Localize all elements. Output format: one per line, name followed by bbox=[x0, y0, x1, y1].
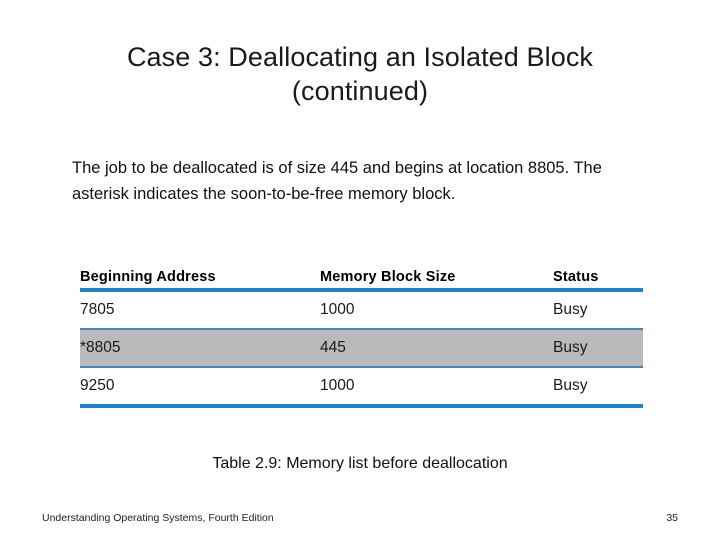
column-header-status: Status bbox=[553, 269, 599, 285]
memory-list-table: Beginning Address Memory Block Size Stat… bbox=[80, 266, 643, 408]
column-header-memory-block-size: Memory Block Size bbox=[320, 269, 456, 285]
cell-status: Busy bbox=[553, 339, 588, 356]
page-title: Case 3: Deallocating an Isolated Block (… bbox=[26, 40, 694, 108]
body-paragraph: The job to be deallocated is of size 445… bbox=[72, 159, 602, 203]
table-header-row: Beginning Address Memory Block Size Stat… bbox=[80, 266, 643, 288]
cell-memory-block-size: 445 bbox=[320, 339, 346, 356]
page-title-line-2: (continued) bbox=[291, 76, 429, 106]
footer-source: Understanding Operating Systems, Fourth … bbox=[42, 512, 274, 524]
row-divider bbox=[80, 366, 643, 368]
cell-beginning-address: *8805 bbox=[80, 339, 121, 356]
row-divider bbox=[80, 328, 643, 330]
table-row-highlighted: *8805 445 Busy bbox=[80, 330, 643, 366]
header-rule bbox=[80, 288, 643, 292]
footer-page-number: 35 bbox=[666, 512, 678, 524]
table-row: 9250 1000 Busy bbox=[80, 368, 643, 404]
table-row: 7805 1000 Busy bbox=[80, 292, 643, 328]
cell-status: Busy bbox=[553, 301, 588, 318]
cell-beginning-address: 7805 bbox=[80, 301, 115, 318]
table-caption: Table 2.9: Memory list before deallocati… bbox=[212, 455, 508, 472]
cell-memory-block-size: 1000 bbox=[320, 377, 355, 394]
page-title-line-1: Case 3: Deallocating an Isolated Block bbox=[126, 42, 594, 72]
cell-memory-block-size: 1000 bbox=[320, 301, 355, 318]
table-bottom-rule bbox=[80, 404, 643, 408]
cell-beginning-address: 9250 bbox=[80, 377, 115, 394]
column-header-beginning-address: Beginning Address bbox=[80, 269, 216, 285]
cell-status: Busy bbox=[553, 377, 588, 394]
